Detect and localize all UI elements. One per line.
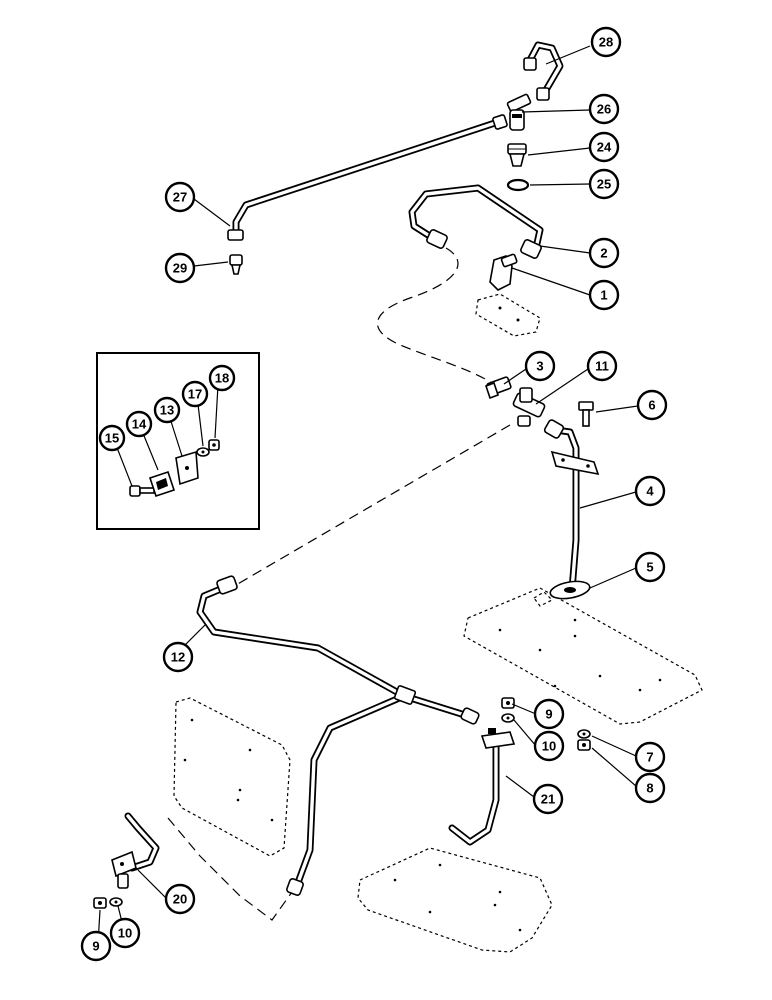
callout-3: 3: [524, 350, 556, 382]
svg-text:10: 10: [118, 926, 132, 941]
callout-27: 27: [164, 181, 196, 213]
washer-7: [577, 729, 591, 739]
svg-text:8: 8: [646, 781, 653, 796]
elbow-fitting-26: [506, 93, 532, 131]
callout-10-right: 10: [533, 730, 565, 762]
connector-24: [507, 143, 527, 167]
callout-13: 13: [153, 396, 181, 424]
pipe-27: [227, 114, 508, 241]
svg-text:28: 28: [599, 35, 613, 50]
callout-9-left: 9: [80, 930, 112, 962]
nut-9-left: [93, 897, 107, 909]
callout-20: 20: [164, 883, 196, 915]
bolt-15: [129, 485, 155, 497]
svg-text:17: 17: [188, 387, 202, 402]
dashed-connector-middle: [235, 424, 511, 586]
callout-28: 28: [590, 26, 622, 58]
leader-lines: [97, 45, 639, 945]
callout-15: 15: [98, 424, 126, 452]
mounting-pad: [475, 293, 541, 337]
svg-text:10: 10: [542, 739, 556, 754]
svg-text:12: 12: [171, 650, 185, 665]
washer-10-right: [501, 713, 515, 723]
tee-fitting-11: [512, 387, 546, 427]
nut-8: [577, 739, 591, 751]
pipe-12: [196, 575, 480, 896]
elbow-fitting-1: [489, 253, 518, 291]
svg-text:29: 29: [173, 261, 187, 276]
svg-text:5: 5: [646, 560, 653, 575]
bracket-13: [175, 450, 199, 486]
plate-right: [463, 587, 703, 725]
bolt-6: [578, 401, 594, 427]
svg-text:1: 1: [600, 288, 607, 303]
callout-25: 25: [588, 168, 620, 200]
inset-box: [96, 352, 260, 530]
callout-1: 1: [588, 279, 620, 311]
svg-text:11: 11: [595, 359, 609, 374]
svg-text:25: 25: [597, 177, 611, 192]
fitting-29: [229, 254, 243, 275]
callout-8: 8: [634, 772, 666, 804]
callout-21: 21: [532, 783, 564, 815]
svg-text:26: 26: [597, 102, 611, 117]
callout-29: 29: [164, 252, 196, 284]
svg-text:7: 7: [646, 750, 653, 765]
callout-18: 18: [208, 364, 236, 392]
pipe-21: [448, 728, 516, 846]
svg-text:4: 4: [646, 484, 654, 499]
o-ring-25: [506, 178, 530, 192]
callout-7: 7: [634, 741, 666, 773]
pipe-28: [523, 41, 564, 101]
dashed-connector-lower: [167, 817, 293, 921]
svg-text:9: 9: [545, 707, 552, 722]
svg-text:3: 3: [536, 359, 543, 374]
svg-text:6: 6: [648, 398, 655, 413]
callout-10-left: 10: [109, 917, 141, 949]
clamp-14: [148, 470, 176, 498]
callout-26: 26: [588, 93, 620, 125]
pipe-20: [111, 812, 160, 889]
svg-text:13: 13: [160, 403, 174, 418]
svg-text:15: 15: [105, 431, 119, 446]
nut-18: [208, 439, 220, 451]
svg-text:18: 18: [215, 371, 229, 386]
callout-12: 12: [162, 641, 194, 673]
washer-10-left: [109, 897, 123, 907]
dashed-connector-upper: [377, 247, 496, 386]
svg-text:21: 21: [541, 792, 555, 807]
plate-bottom: [357, 847, 553, 953]
washer-17: [196, 447, 210, 457]
callout-2: 2: [588, 237, 620, 269]
nut-9-right: [501, 697, 515, 709]
callout-6: 6: [636, 389, 668, 421]
callout-24: 24: [588, 131, 620, 163]
svg-text:27: 27: [173, 190, 187, 205]
gasket-5: [533, 580, 591, 607]
callout-17: 17: [181, 380, 209, 408]
plate-left: [173, 697, 291, 857]
svg-text:2: 2: [600, 246, 607, 261]
svg-text:24: 24: [597, 140, 612, 155]
callout-14: 14: [125, 410, 153, 438]
svg-text:9: 9: [92, 939, 99, 954]
pipe-2: [408, 184, 544, 259]
svg-text:14: 14: [132, 417, 147, 432]
fitting-3: [484, 376, 512, 400]
pipe-4: [543, 419, 600, 594]
svg-text:20: 20: [173, 892, 187, 907]
callout-11: 11: [586, 350, 618, 382]
callout-5: 5: [634, 551, 666, 583]
callout-9-right: 9: [533, 698, 565, 730]
callout-4: 4: [634, 475, 666, 507]
